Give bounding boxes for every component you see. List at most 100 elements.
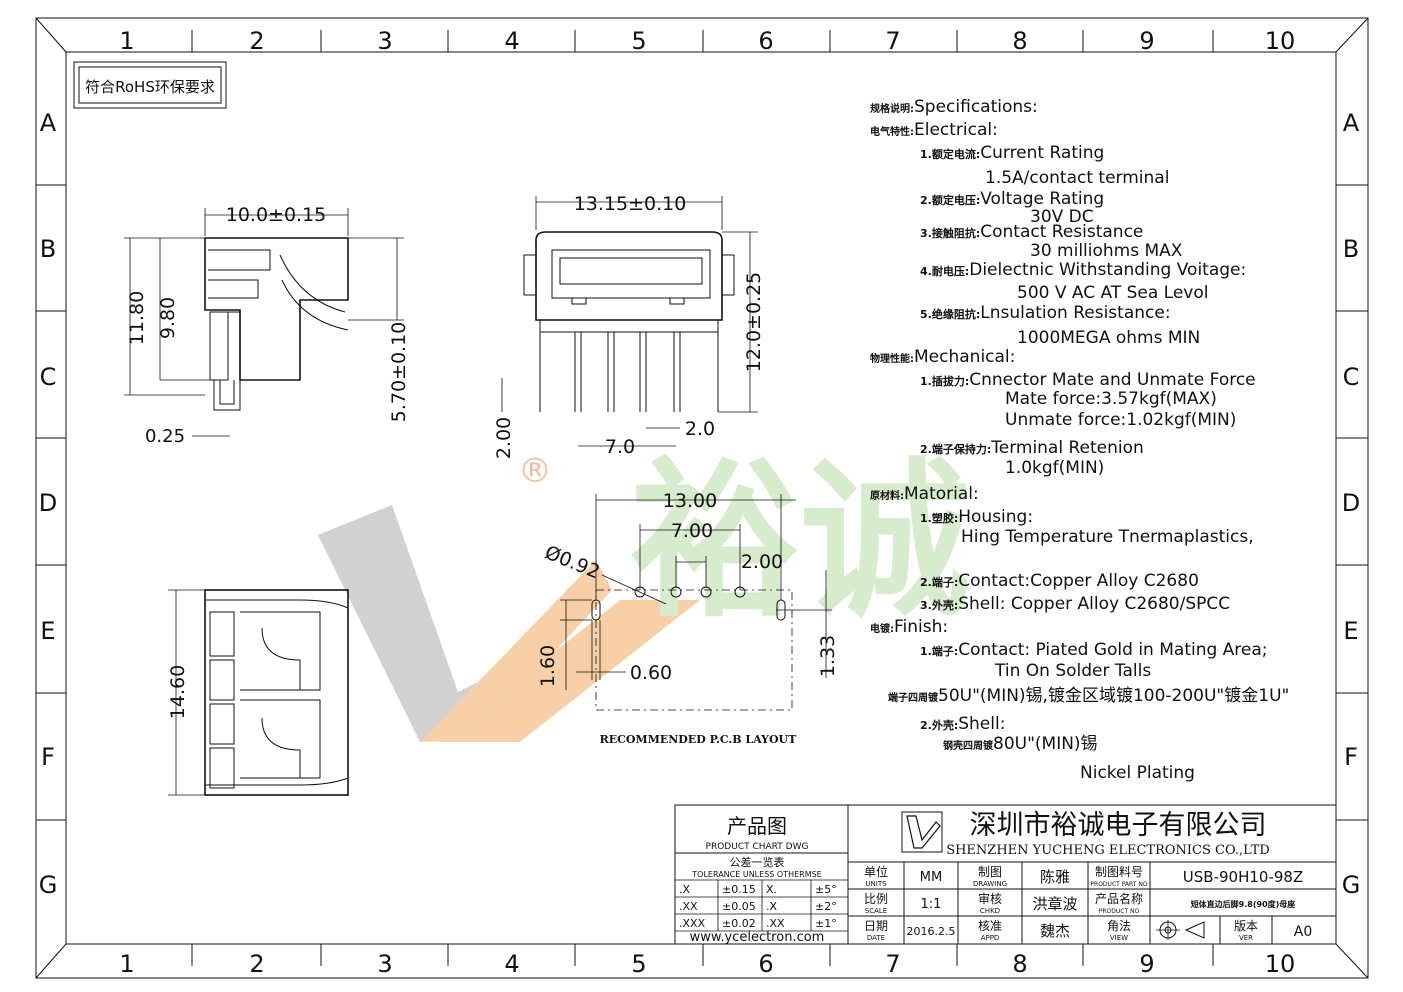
pcb-hole-dia: Ø0.92 [542, 542, 603, 584]
front-width-dim: 13.15±0.10 [574, 193, 687, 215]
scale-label-en: SCALE [865, 907, 887, 915]
tolerance-cell: ±0.05 [722, 900, 756, 913]
product-drawing-zh: 产品图 [727, 814, 787, 838]
check-label-en: CHKD [980, 907, 1000, 915]
tolerance-zh: 公差一览表 [730, 855, 785, 869]
spec-line: 原材料:Matorial: [870, 484, 979, 504]
tolerance-cell: .XXX [679, 917, 706, 930]
row-label: A [1343, 109, 1360, 137]
row-label: B [1343, 235, 1359, 263]
spec-line: 1.5A/contact terminal [985, 168, 1169, 188]
pcb-slot-width: 0.60 [630, 662, 672, 684]
row-label: D [1342, 489, 1360, 517]
tolerance-cell: X. [766, 883, 777, 896]
side-pin-offset: 5.70±0.10 [388, 322, 410, 423]
part-label: 制图料号 [1095, 865, 1143, 879]
spec-line: Nickel Plating [1080, 763, 1195, 783]
projection-symbol-icon [1156, 920, 1205, 940]
rohs-badge: 符合RoHS环保要求 [73, 61, 227, 109]
ver-value: A0 [1294, 924, 1312, 940]
row-label: A [40, 109, 57, 137]
date-value: 2016.2.5 [907, 925, 956, 938]
name-value: 短体直边后脚9.8(90度)母座 [1191, 899, 1296, 909]
spec-line: 钢壳四周镀80U"(MIN)锡 [943, 734, 1098, 754]
spec-line: 端子四周镀50U"(MIN)锡,镀金区域镀100-200U"镀金1U" [888, 686, 1289, 706]
spec-line: Tin On Solder Talls [994, 661, 1151, 681]
ver-label: 版本 [1234, 919, 1258, 933]
spec-line: 3.接触阻抗:Contact Resistance [920, 222, 1143, 242]
side-view: 10.0±0.15 11.80 9.80 5.70±0.10 0.25 [124, 204, 410, 447]
front-view: 13.15±0.10 12.0±0.25 2.00 2.0 7.0 [493, 193, 765, 459]
registered-mark: ® [518, 451, 552, 491]
row-label: C [40, 363, 57, 391]
watermark: 裕诚 ® [318, 443, 970, 742]
spec-line: 1.插拔力:Cnnector Mate and Unmate Force [920, 370, 1256, 390]
ver-label-en: VER [1239, 934, 1253, 942]
spec-line: 2.端子:Contact:Copper Alloy C2680 [920, 571, 1199, 591]
tolerance-cell: .XX [679, 900, 698, 913]
tolerance-en: TOLERANCE UNLESS OTHERMSE [691, 870, 821, 879]
spec-line: 1.额定电流:Current Rating [920, 143, 1104, 163]
front-pin-span: 7.0 [605, 436, 635, 458]
company-name-en: SHENZHEN YUCHENG ELECTRONICS CO.,LTD [946, 843, 1270, 858]
spec-line: 规格说明:Specifications: [870, 97, 1038, 117]
view-label: 角法 [1107, 919, 1131, 933]
front-pin-length: 2.00 [493, 417, 515, 459]
row-label: C [1343, 363, 1360, 391]
column-label: 3 [377, 27, 392, 55]
column-label: 5 [631, 27, 646, 55]
appd-label-en: APPD [981, 934, 1000, 942]
side-thickness: 0.25 [145, 426, 185, 447]
column-label: 3 [377, 950, 392, 978]
tolerance-cell: .XX [766, 917, 785, 930]
spec-line: 2.外壳:Shell: [920, 714, 1005, 734]
appd-value: 魏杰 [1040, 922, 1070, 940]
spec-line: 1.塑胶:Housing: [920, 507, 1033, 527]
spec-line: 物理性能:Mechanical: [870, 347, 1015, 367]
column-label: 9 [1139, 950, 1154, 978]
company-name-zh: 深圳市裕诚电子有限公司 [970, 810, 1267, 841]
product-drawing-en: PRODUCT CHART DWG [706, 842, 809, 852]
specifications: 规格说明:Specifications:电气特性:Electrical:1.额定… [870, 97, 1289, 783]
side-inner-height: 9.80 [157, 297, 179, 339]
column-label: 1 [119, 27, 134, 55]
spec-line: Hing Temperature Tnermaplastics, [961, 527, 1254, 547]
column-label: 4 [504, 950, 519, 978]
name-label: 产品名称 [1095, 891, 1143, 906]
column-label: 6 [758, 950, 773, 978]
spec-line: Mate force:3.57kgf(MAX) [1005, 389, 1217, 409]
front-height-dim: 12.0±0.25 [743, 272, 765, 373]
date-label: 日期 [864, 919, 888, 933]
drawing-label: 制图 [978, 865, 1002, 879]
tolerance-cell: ±0.15 [722, 883, 756, 896]
bottom-view: 14.60 [167, 589, 349, 796]
spec-line: 2.额定电压:Voltage Rating [920, 189, 1104, 209]
front-pin-pitch: 2.0 [685, 418, 715, 440]
part-label-en: PRODUCT PART NO [1090, 881, 1147, 888]
column-label: 5 [631, 950, 646, 978]
row-label: B [40, 235, 56, 263]
column-label: 8 [1012, 950, 1027, 978]
company-logo-icon [901, 811, 943, 853]
row-label: E [40, 617, 55, 645]
spec-line: 5.绝缘阻抗:Lnsulation Resistance: [920, 303, 1171, 323]
spec-line: 1.端子:Contact: Piated Gold in Mating Area… [920, 640, 1268, 660]
part-value: USB-90H10-98Z [1183, 868, 1303, 886]
date-label-en: DATE [867, 934, 885, 942]
tolerance-cell: ±0.02 [722, 917, 756, 930]
tolerance-cell: ±5° [815, 883, 837, 896]
row-label: E [1343, 617, 1358, 645]
column-label: 10 [1265, 27, 1296, 55]
pcb-offset: 1.33 [817, 635, 839, 677]
column-label: 7 [885, 27, 900, 55]
spec-line: 1.0kgf(MIN) [1005, 458, 1104, 478]
spec-line: Unmate force:1.02kgf(MIN) [1005, 410, 1236, 430]
title-block: 产品图 PRODUCT CHART DWG 公差一览表 TOLERANCE UN… [674, 804, 1337, 945]
side-width-dim: 10.0±0.15 [226, 204, 327, 226]
spec-line: 500 V AC AT Sea Levol [1017, 283, 1208, 303]
row-label: G [39, 871, 58, 899]
